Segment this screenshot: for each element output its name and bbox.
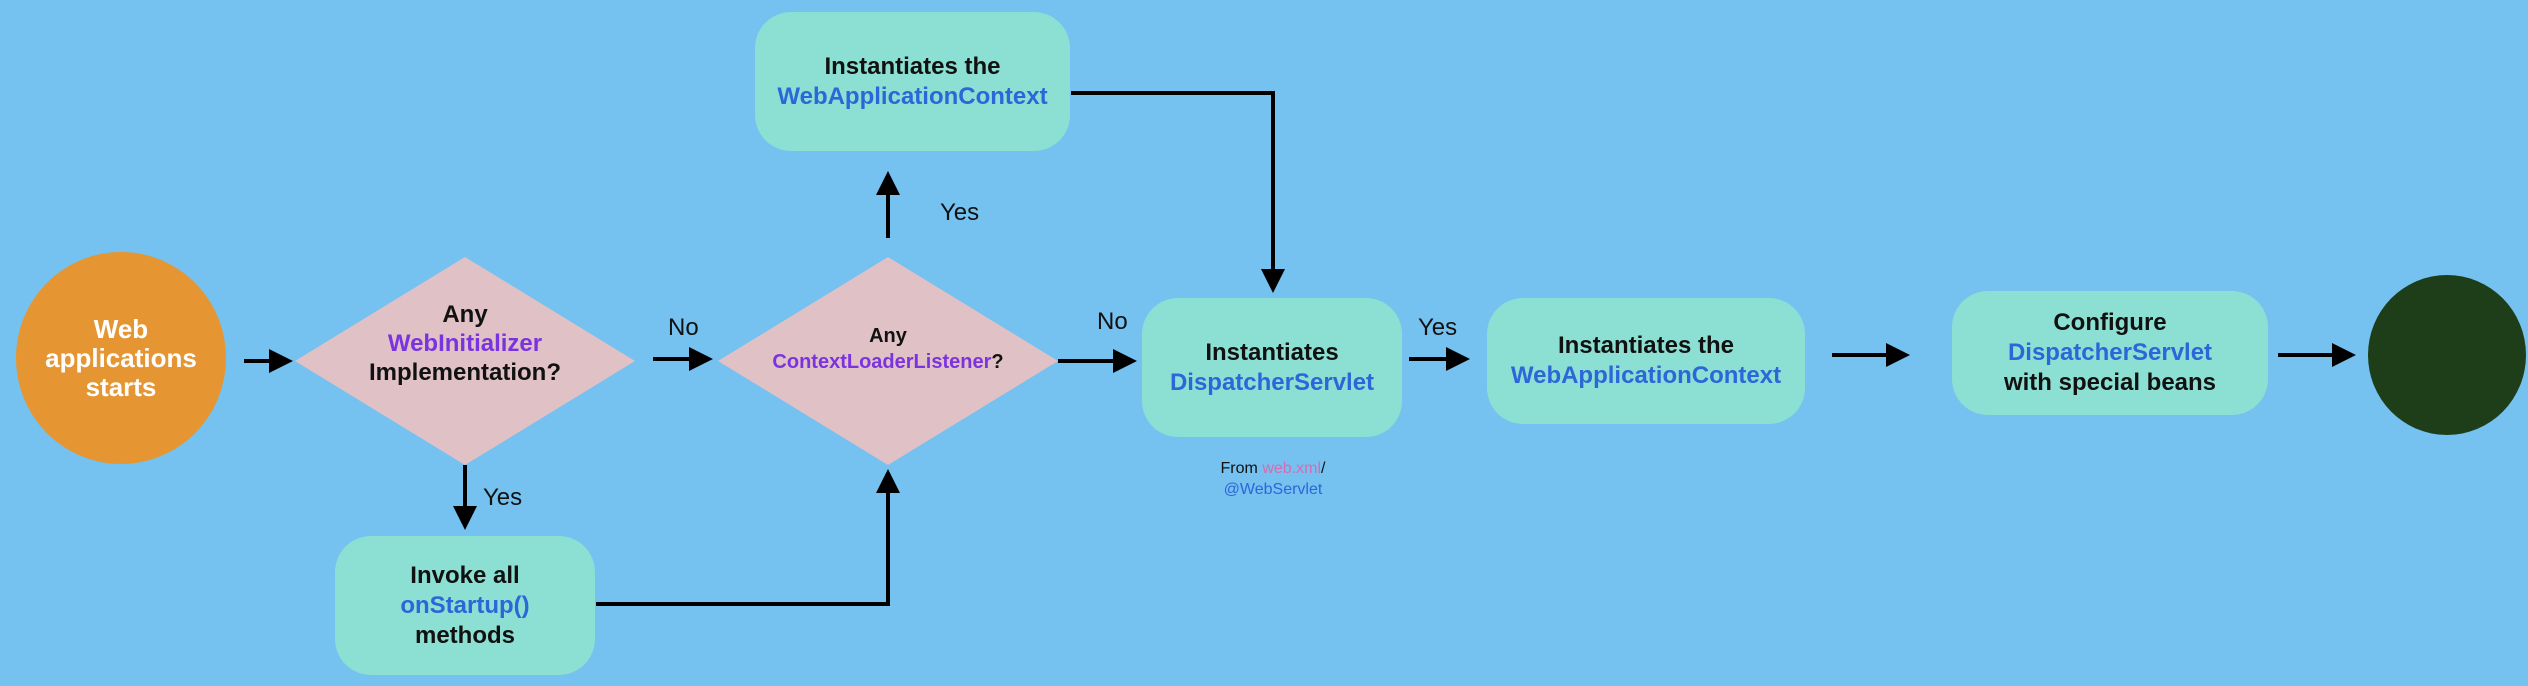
dispatcher-source-note: From web.xml/ @WebServlet <box>1173 458 1373 500</box>
initializer-highlight: WebInitializer <box>387 330 543 357</box>
listener-suffix: ? <box>991 351 1004 373</box>
start-line-3: starts <box>85 371 157 402</box>
initializer-line-1: Any <box>442 301 488 328</box>
context-right-line-1: Instantiates the <box>1557 332 1735 359</box>
context-top-highlight: WebApplicationContext <box>777 82 1048 110</box>
decision-initializer-diamond <box>295 257 635 465</box>
configure-dispatcher-box: Configure DispatcherServlet with special… <box>1952 291 2268 415</box>
onstartup-line-3: methods <box>414 621 515 649</box>
invoke-onstartup-box: Invoke all onStartup() methods <box>335 536 595 675</box>
start-line-2: applications <box>45 342 197 373</box>
edge-label-listener-yes: Yes <box>940 199 980 226</box>
context-right-highlight: WebApplicationContext <box>1510 362 1782 389</box>
instantiate-context-right-box: Instantiates the WebApplicationContext <box>1487 298 1805 424</box>
decision-initializer-label: Any WebInitializer Implementation? <box>315 300 615 387</box>
edge-label-listener-no: No <box>1097 308 1128 335</box>
listener-line-1: Any <box>869 325 907 347</box>
edge-label-dispatcher-yes: Yes <box>1418 314 1458 341</box>
start-line-1: Web <box>93 313 149 344</box>
onstartup-highlight: onStartup() <box>400 591 530 619</box>
dispatcher-highlight: DispatcherServlet <box>1169 368 1375 396</box>
end-node <box>2368 275 2526 435</box>
onstartup-line-1: Invoke all <box>410 561 520 589</box>
arrow-context-to-dispatcher <box>1071 91 1285 293</box>
context-top-line-1: Instantiates the <box>824 52 1001 80</box>
configure-highlight: DispatcherServlet <box>2007 339 2213 366</box>
instantiate-dispatcher-box: Instantiates DispatcherServlet <box>1142 298 1402 437</box>
decision-listener-diamond <box>718 257 1058 465</box>
note-annotation: @WebServlet <box>1223 481 1323 498</box>
edge-label-initializer-yes: Yes <box>483 484 523 511</box>
edge-label-initializer-no: No <box>668 314 699 341</box>
start-node: Web applications starts <box>16 252 226 464</box>
initializer-line-3: Implementation? <box>368 359 561 386</box>
configure-line-1: Configure <box>2053 309 2167 336</box>
instantiate-context-top-box: Instantiates the WebApplicationContext <box>755 12 1070 151</box>
configure-line-3: with special beans <box>2003 369 2217 396</box>
note-prefix: From <box>1220 460 1263 477</box>
dispatcher-line-1: Instantiates <box>1205 338 1339 366</box>
note-separator: / <box>1321 460 1326 477</box>
decision-listener-label: Any ContextLoaderListener? <box>738 323 1038 375</box>
note-file: web.xml <box>1262 460 1321 477</box>
listener-highlight: ContextLoaderListener <box>772 351 992 373</box>
arrow-onstartup-to-listener <box>596 469 900 606</box>
